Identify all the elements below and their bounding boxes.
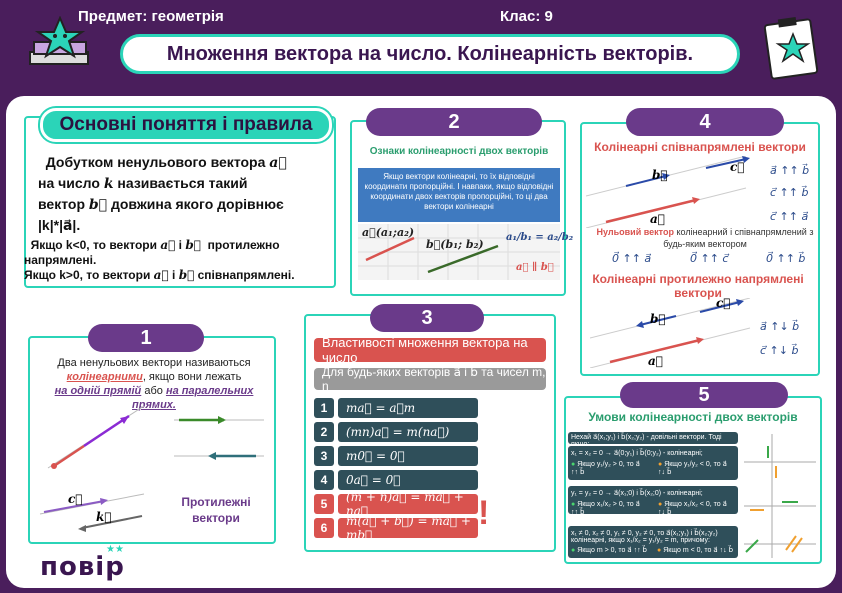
zero-rel-a: 0⃗ ↑↑ a⃗: [612, 252, 652, 265]
rel-ab-opp: a⃗ ↑↓ b⃗: [760, 320, 800, 333]
prop-row: 5(m + n)a⃗ = ma⃗ + na⃗: [314, 490, 546, 518]
exclamation-icon: !: [478, 494, 490, 532]
vec-a-label: a⃗: [650, 212, 665, 226]
page-title: Множення вектора на число. Колінеарність…: [120, 34, 740, 74]
vec-a-coords: a⃗(a₁;a₂): [362, 226, 415, 239]
rel-ab: a⃗ ↑↑ b⃗: [770, 164, 810, 177]
rel-cb-opp: c⃗ ↑↓ b⃗: [760, 344, 799, 357]
block1-number: 1: [88, 324, 204, 352]
rel-cb: c⃗ ↑↑ b⃗: [770, 186, 809, 199]
rel-ca: c⃗ ↑↑ a⃗: [770, 210, 809, 223]
block1-diagram: [39, 405, 264, 532]
grade-label: Клас: 9: [500, 8, 553, 25]
block5-axes: [744, 434, 816, 558]
block1-text: Два ненульових вектори називаються колін…: [54, 357, 254, 411]
basics-rules: Якщо k<0, то вектори a⃗ і b⃗ протилежно …: [24, 238, 295, 282]
zero-rel-b: 0⃗ ↑↑ b⃗: [766, 252, 806, 265]
basics-definition: Добутком ненульового вектора a⃗ на число…: [38, 154, 287, 233]
block2-number: 2: [366, 108, 542, 136]
vec-c-label-2: c⃗: [716, 296, 731, 310]
logo-stars-icon: ★★: [106, 544, 124, 555]
vec-c-label: c⃗: [68, 492, 83, 506]
zero-vector-note: Нульовий вектор колінеарний і співнапрям…: [596, 227, 814, 249]
block4-panel: [580, 122, 820, 376]
block2-title: Ознаки колінеарності двох векторів: [369, 146, 549, 157]
vec-c-label: c⃗: [730, 160, 745, 174]
condition-2: y₁ = y₂ = 0 → a⃗(x₁;0) і b⃗(x₂;0) - колі…: [568, 486, 738, 516]
vec-b-label: b⃗: [652, 168, 668, 182]
clipboard-star-icon: [763, 17, 819, 80]
block2-info: Якщо вектори колінеарні, то їх відповідн…: [358, 168, 560, 222]
block3-head: Властивості множення вектора на число: [314, 335, 546, 365]
block4-title2: Колінеарні протилежно напрямлені вектори: [592, 272, 804, 300]
basics-heading: Основні поняття і правила: [40, 108, 332, 142]
vec-b-label-2: b⃗: [650, 312, 666, 326]
subject-label: Предмет: геометрія: [78, 8, 224, 25]
block4-title1: Колінеарні співнапрямлені вектори: [594, 140, 806, 154]
condition-3: x₁ ≠ 0, x₂ ≠ 0, y₁ ≠ 0, y₂ ≠ 0, то a⃗(x₁…: [568, 526, 738, 558]
books-star-icon: [29, 16, 89, 65]
opposite-diagram: [590, 298, 751, 368]
vec-b-coords: b⃗(b₁; b₂): [426, 238, 484, 251]
povir-logo: повір: [40, 552, 125, 582]
block2-grid: [358, 224, 560, 280]
zero-rel-c: 0⃗ ↑↑ c⃗: [690, 252, 729, 265]
block2-parallel: a⃗ ∥ b⃗: [516, 262, 554, 273]
prop-row: 2(mn)a⃗ = m(na⃗): [314, 422, 546, 442]
block4-number: 4: [626, 108, 784, 136]
condition-1: x₁ = x₂ = 0 → a⃗(0;y₁) і b⃗(0;y₂) - колі…: [568, 446, 738, 480]
block5-number: 5: [620, 382, 788, 408]
vec-a-label-2: a⃗: [648, 354, 663, 368]
vec-k-label: k⃗: [96, 510, 112, 524]
block3-sub: Для будь-яких векторів a⃗ і b⃗ та чисел …: [314, 365, 546, 393]
block1-caption: Протилежні вектори: [181, 495, 251, 525]
block3-number: 3: [370, 304, 484, 332]
block2-ratio: a₁/b₁ = a₂/b₂: [506, 232, 574, 243]
block5-title: Умови колінеарності двох векторів: [588, 410, 798, 424]
block5-intro: Нехай a⃗(x₁;y₁) і b⃗(x₂;y₂) - довільні в…: [568, 432, 738, 448]
codirected-diagram: [586, 156, 750, 228]
